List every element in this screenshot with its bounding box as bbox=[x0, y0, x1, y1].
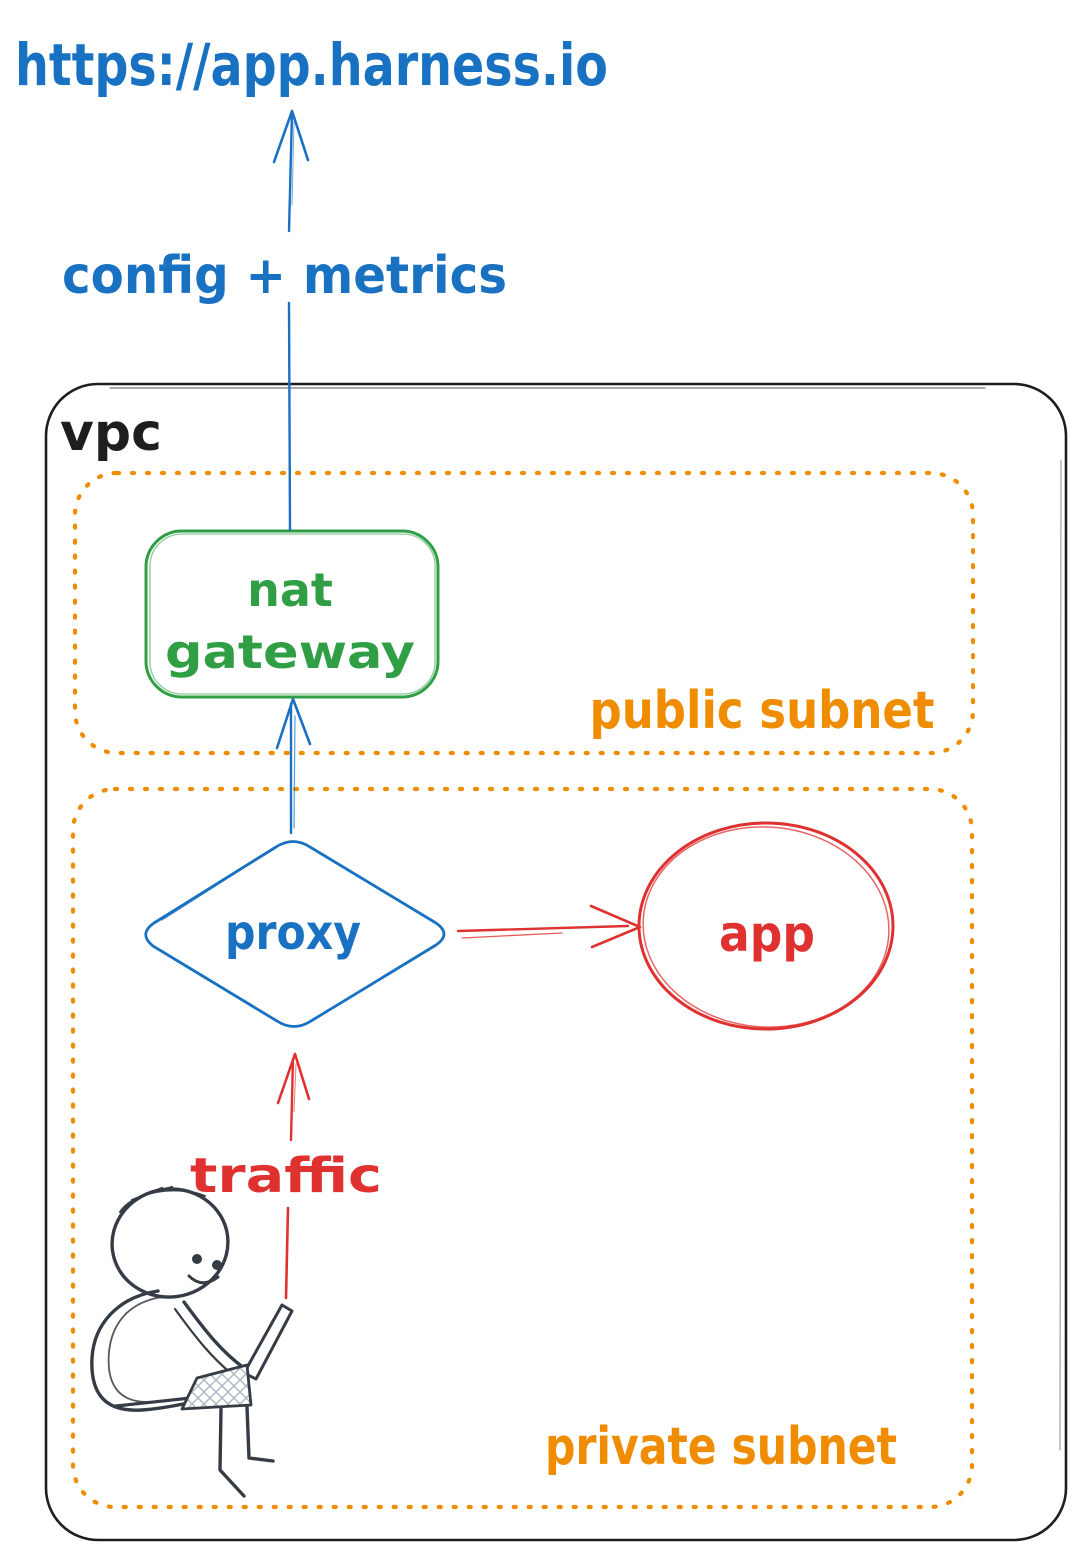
laptop-screen bbox=[242, 1303, 294, 1381]
nat-gateway-label-line2: gateway bbox=[165, 625, 415, 679]
hair-tuft bbox=[130, 1185, 174, 1202]
proxy-node: proxy bbox=[144, 840, 446, 1028]
left-eye bbox=[192, 1254, 202, 1264]
public-subnet-container: public subnet bbox=[72, 470, 976, 756]
vpc-container: vpc bbox=[44, 382, 1068, 1542]
vpc-sketch-line-right bbox=[1059, 459, 1062, 1451]
arm-sketch-line bbox=[173, 1307, 234, 1376]
private-subnet-label: private subnet bbox=[545, 1417, 897, 1477]
laptop-keyboard bbox=[180, 1363, 253, 1411]
torso bbox=[90, 1289, 226, 1412]
arrowhead-up-icon bbox=[272, 109, 310, 164]
torso-sketch-line bbox=[107, 1296, 163, 1403]
nat-gateway-label-line1: nat bbox=[247, 563, 333, 617]
arrowhead-up-icon bbox=[276, 1052, 311, 1105]
arrowhead-up-icon bbox=[275, 697, 312, 750]
url-label: https://app.harness.io bbox=[15, 31, 608, 99]
app-sketch-outline bbox=[642, 826, 890, 1028]
right-eye bbox=[212, 1260, 222, 1270]
public-subnet-label: public subnet bbox=[590, 681, 935, 741]
nat-gateway-sketch-outline bbox=[149, 533, 436, 695]
proxy-sketch-line bbox=[161, 850, 271, 921]
arrow-user-to-proxy bbox=[276, 1052, 311, 1300]
arrow-proxy-to-app bbox=[456, 904, 642, 949]
vpc-label: vpc bbox=[60, 403, 162, 463]
nat-gateway-node: nat gateway bbox=[144, 529, 440, 699]
leg-left bbox=[218, 1407, 246, 1498]
proxy-label: proxy bbox=[225, 905, 361, 961]
arrow-proxy-to-nat bbox=[275, 697, 312, 835]
smile bbox=[187, 1274, 220, 1285]
arrowhead-right-icon bbox=[589, 904, 642, 949]
arrow-nat-to-url bbox=[272, 109, 310, 532]
arm bbox=[182, 1300, 246, 1370]
config-metrics-label: config + metrics bbox=[62, 246, 507, 306]
app-node: app bbox=[637, 821, 895, 1031]
traffic-label: traffic bbox=[190, 1148, 382, 1204]
private-subnet-container: private subnet bbox=[70, 786, 975, 1510]
leg-right bbox=[245, 1405, 275, 1463]
person-with-laptop-icon bbox=[90, 1185, 294, 1498]
app-label: app bbox=[719, 905, 815, 963]
